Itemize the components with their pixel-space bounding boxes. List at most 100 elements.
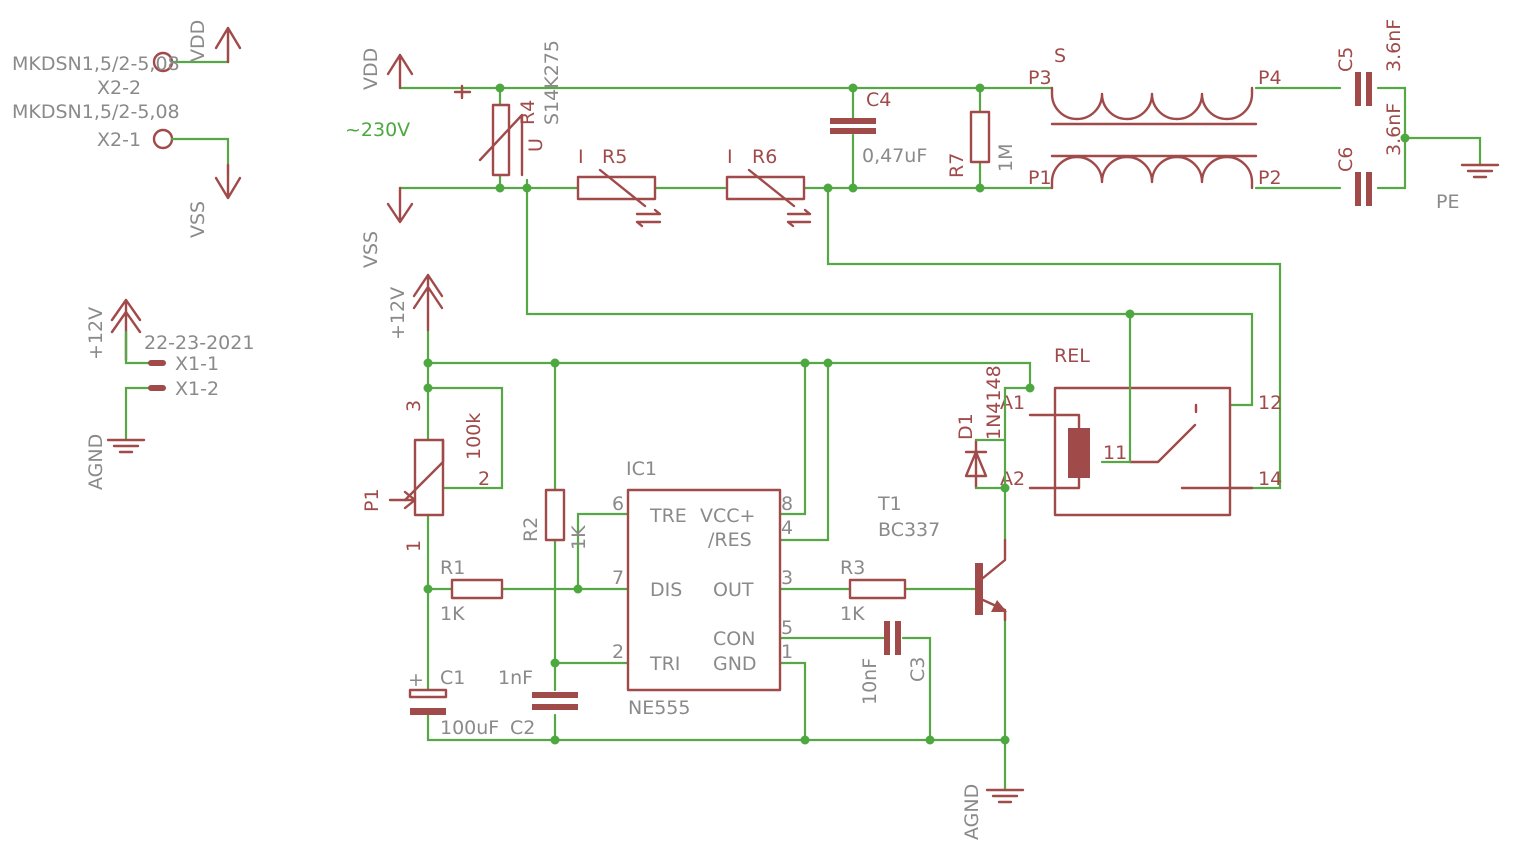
ic1-pin-vcc: VCC+ (700, 505, 755, 527)
c1-value: 100uF (440, 717, 499, 739)
ic1-num-6: 6 (612, 493, 624, 515)
x2-vdd-label: VDD (187, 20, 209, 62)
c3-name: C3 (907, 657, 929, 682)
vss-arrow-icon (214, 163, 242, 200)
pe-ground-icon (1460, 163, 1500, 179)
ic1-pin-tri: TRI (649, 653, 680, 675)
capacitor-c2: 1nF C2 (498, 667, 578, 739)
x1-value: 22-23-2021 (144, 332, 254, 354)
c6-name: C6 (1335, 147, 1357, 172)
c5-value: 3.6nF (1383, 19, 1405, 72)
potentiometer-p1: P1 100k 3 2 1 (361, 400, 490, 552)
c1-plus-mark: + (408, 669, 424, 691)
ic1-pin-con: CON (713, 628, 755, 650)
d1-name: D1 (955, 413, 977, 440)
ic1-num-8: 8 (781, 493, 793, 515)
p1-name: P1 (361, 488, 383, 512)
rel-pin-a1: A1 (1000, 392, 1025, 414)
control-plus12v-label: +12V (387, 287, 409, 340)
ic1-pin-dis: DIS (650, 579, 682, 601)
mains-vss-label: VSS (360, 231, 382, 268)
r3-name: R3 (840, 557, 865, 579)
s-name: S (1054, 45, 1066, 67)
c4-name: C4 (866, 89, 891, 111)
t1-value: BC337 (878, 519, 940, 541)
ic1-pin-res: /RES (708, 529, 752, 551)
c5-name: C5 (1335, 47, 1357, 72)
ic1-pin-gnd: GND (713, 653, 757, 675)
c2-name: C2 (510, 717, 535, 739)
junctions (423, 83, 1410, 745)
r4-value: S14K275 (541, 40, 563, 125)
x1-plus12v-label: +12V (85, 307, 107, 360)
diode-d1: D1 1N4148 (955, 365, 1007, 490)
r6-name: R6 (752, 146, 777, 168)
c1-name: C1 (440, 667, 465, 689)
resistor-r3: R3 1K (840, 557, 907, 625)
c4-value: 0,47uF (862, 145, 927, 167)
ic1-num-5: 5 (781, 617, 793, 639)
ic1-value: NE555 (628, 697, 690, 719)
rel-pin-14: 14 (1258, 468, 1282, 490)
capacitor-c5: C5 3.6nF (1335, 19, 1405, 106)
s-pin-p4: P4 (1258, 67, 1282, 89)
connector-x2: MKDSN1,5/2-5,08 X2-2 MKDSN1,5/2-5,08 X2-… (12, 20, 242, 238)
transistor-t1: T1 BC337 (877, 493, 1007, 622)
p1-pin-1: 1 (403, 540, 425, 552)
ic1-num-7: 7 (612, 567, 624, 589)
bottom-agnd-label: AGND (961, 784, 983, 840)
ic1-pin-tre: TRE (649, 505, 687, 527)
r1-name: R1 (440, 557, 465, 579)
x2-1-terminal (152, 128, 174, 150)
ic1-ne555: TRE DIS TRI VCC+ /RES OUT CON GND 6 7 2 … (612, 458, 793, 719)
r3-value: 1K (840, 603, 865, 625)
connector-x1: 22-23-2021 X1-1 X1-2 +12V AGND (85, 298, 254, 490)
r1-value: 1K (440, 603, 465, 625)
x2-vss-label: VSS (187, 201, 209, 238)
r6-mark: I (727, 146, 733, 168)
bottom-agnd-ground-icon (985, 788, 1025, 804)
p1-pin-2: 2 (478, 468, 490, 490)
x2-2-name: X2-2 (97, 77, 141, 99)
thermistor-r6: I R6 (725, 146, 812, 228)
capacitor-c3: 10nF C3 (859, 621, 929, 705)
relay-rel: REL A1 A2 11 12 14 (1000, 345, 1282, 517)
vss-mains-arrow-icon (386, 186, 414, 224)
r5-name: R5 (602, 146, 627, 168)
resistor-r7: R7 1M (946, 110, 1017, 178)
rel-name: REL (1054, 345, 1090, 367)
vdd-arrow-icon (214, 26, 242, 64)
resistor-r1: R1 1K (440, 557, 504, 625)
p1-pin-3: 3 (403, 400, 425, 412)
r7-value: 1M (995, 144, 1017, 172)
s-pin-p1: P1 (1028, 167, 1052, 189)
x1-1-pin (148, 360, 166, 366)
mains-voltage-label: ~230V (345, 119, 410, 141)
r4-name: R4 (517, 100, 539, 125)
pe-label: PE (1436, 191, 1459, 213)
x2-1-value: MKDSN1,5/2-5,08 (12, 101, 180, 123)
x1-agnd-label: AGND (85, 434, 107, 490)
r5-mark: I (578, 146, 584, 168)
resistor-r2: R2 1K (520, 488, 590, 550)
ic1-num-1: 1 (781, 641, 793, 663)
rel-pin-11: 11 (1103, 442, 1127, 464)
d1-value: 1N4148 (983, 365, 1005, 440)
choke-s: S P3 P4 P1 P2 (1028, 45, 1282, 190)
c2-value: 1nF (498, 667, 533, 689)
r4-mark: U (525, 138, 547, 152)
x1-2-name: X1-2 (175, 378, 219, 400)
varistor-r4: R4 S14K275 U (453, 40, 563, 177)
s-pin-p2: P2 (1258, 167, 1282, 189)
mains-vdd-label: VDD (360, 48, 382, 90)
ic1-num-2: 2 (612, 641, 624, 663)
capacitor-c1: + C1 100uF (408, 667, 499, 739)
ic1-num-3: 3 (781, 567, 793, 589)
rel-pin-12: 12 (1258, 392, 1282, 414)
x1-2-pin (148, 385, 166, 391)
c3-value: 10nF (859, 658, 881, 705)
x2-1-name: X2-1 (97, 129, 141, 151)
ic1-name: IC1 (626, 458, 657, 480)
